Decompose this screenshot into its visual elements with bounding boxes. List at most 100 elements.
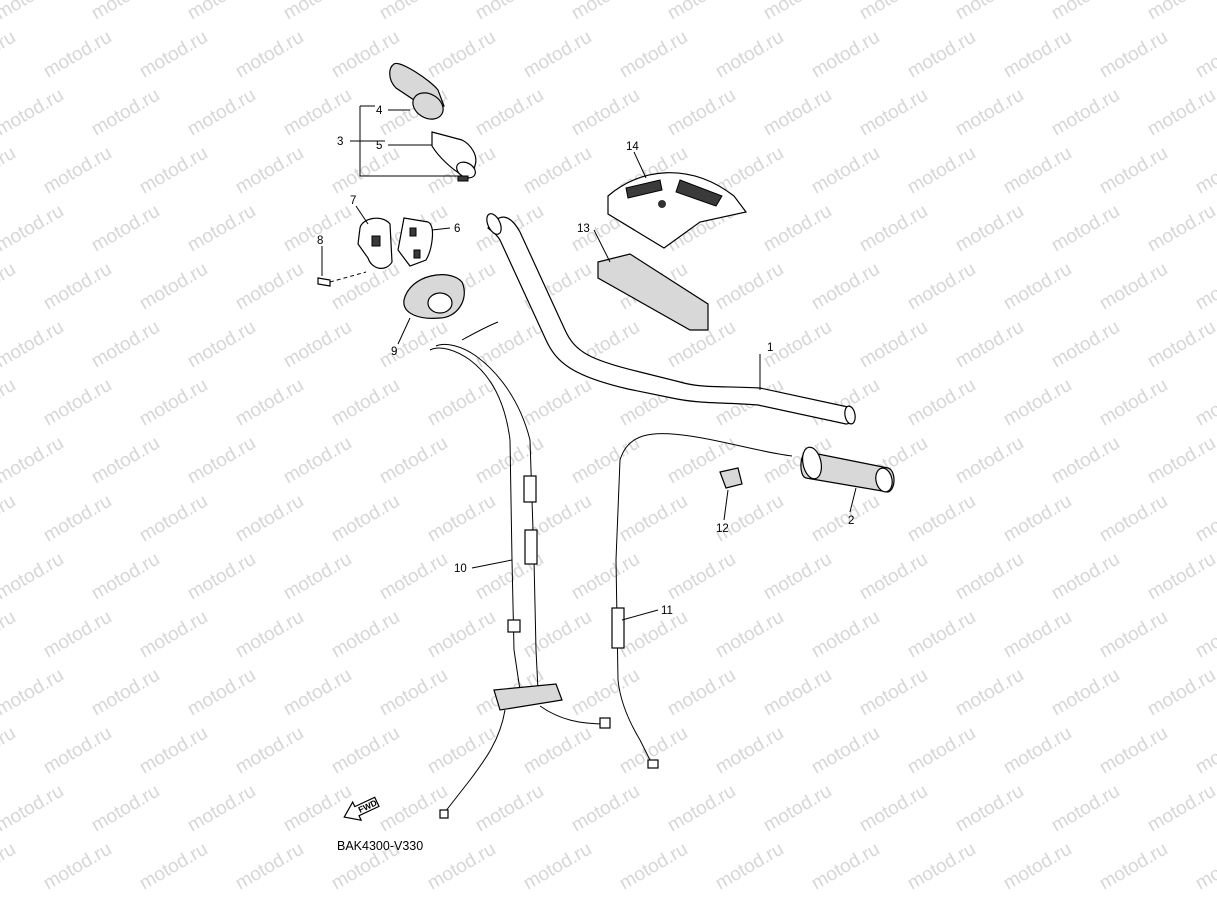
watermark-text: motod.ru — [904, 375, 979, 431]
watermark-text: motod.ru — [904, 607, 979, 663]
watermark-text: motod.ru — [136, 27, 211, 83]
watermark-text: motod.ru — [712, 259, 787, 315]
watermark-text: motod.ru — [1096, 607, 1171, 663]
watermark-text: motod.ru — [1000, 723, 1075, 779]
watermark-text: motod.ru — [184, 549, 259, 605]
watermark-text: motod.ru — [280, 549, 355, 605]
watermark-text: motod.ru — [616, 723, 691, 779]
watermark-text: motod.ru — [1048, 665, 1123, 721]
watermark-text: motod.ru — [952, 781, 1027, 837]
watermark-text: motod.ru — [280, 781, 355, 837]
watermark-text: motod.ru — [1048, 549, 1123, 605]
watermark-text: motod.ru — [952, 201, 1027, 257]
watermark-text: motod.ru — [1048, 433, 1123, 489]
watermark-text: motod.ru — [712, 723, 787, 779]
watermark-text: motod.ru — [712, 839, 787, 895]
watermark-text: motod.ru — [232, 723, 307, 779]
watermark-text: motod.ru — [1144, 317, 1217, 373]
watermark-text: motod.ru — [0, 143, 19, 199]
watermark-text: motod.ru — [376, 0, 451, 24]
watermark-text: motod.ru — [232, 607, 307, 663]
watermark-text: motod.ru — [1144, 665, 1217, 721]
watermark-text: motod.ru — [808, 27, 883, 83]
callout-7: 7 — [350, 195, 356, 207]
watermark-text: motod.ru — [376, 781, 451, 837]
watermark-text: motod.ru — [808, 723, 883, 779]
watermark-text: motod.ru — [232, 27, 307, 83]
watermark-text: motod.ru — [280, 433, 355, 489]
watermark-text: motod.ru — [664, 85, 739, 141]
watermark-text: motod.ru — [856, 665, 931, 721]
watermark-text: motod.ru — [136, 839, 211, 895]
watermark-text: motod.ru — [712, 491, 787, 547]
watermark-text: motod.ru — [760, 85, 835, 141]
watermark-text: motod.ru — [520, 375, 595, 431]
callout-5: 5 — [376, 140, 382, 152]
watermark-text: motod.ru — [328, 607, 403, 663]
watermark-text: motod.ru — [280, 665, 355, 721]
watermark-text: motod.ru — [40, 491, 115, 547]
drawing-code: BAK4300-V330 — [337, 839, 423, 853]
watermark-text: motod.ru — [0, 781, 67, 837]
watermark-text: motod.ru — [280, 317, 355, 373]
watermark-text: motod.ru — [424, 723, 499, 779]
callout-6: 6 — [454, 223, 460, 235]
watermark-text: motod.ru — [328, 491, 403, 547]
watermark-text: motod.ru — [664, 781, 739, 837]
watermark-text: motod.ru — [136, 143, 211, 199]
watermark-text: motod.ru — [424, 375, 499, 431]
watermark-text: motod.ru — [568, 781, 643, 837]
watermark-text: motod.ru — [1000, 607, 1075, 663]
watermark-text: motod.ru — [472, 85, 547, 141]
watermark-text: motod.ru — [1144, 433, 1217, 489]
watermark-text: motod.ru — [952, 317, 1027, 373]
watermark-text: motod.ru — [904, 839, 979, 895]
watermark-text: motod.ru — [88, 0, 163, 24]
part-grip-right — [800, 446, 895, 493]
watermark-text: motod.ru — [232, 259, 307, 315]
watermark-text: motod.ru — [184, 201, 259, 257]
watermark-text: motod.ru — [712, 27, 787, 83]
watermark-text: motod.ru — [904, 143, 979, 199]
watermark-text: motod.ru — [1000, 839, 1075, 895]
watermark-text: motod.ru — [904, 491, 979, 547]
watermark-text: motod.ru — [88, 317, 163, 373]
callout-labels: 1 2 3 4 5 6 7 8 9 10 11 12 13 14 — [317, 105, 854, 617]
watermark-text: motod.ru — [88, 433, 163, 489]
watermark-text: motod.ru — [136, 723, 211, 779]
watermark-text: motod.ru — [280, 85, 355, 141]
watermark-text: motod.ru — [0, 201, 67, 257]
watermark-text: motod.ru — [1192, 375, 1217, 431]
watermark-text: motod.ru — [904, 27, 979, 83]
leader-lines — [321, 105, 857, 621]
watermark-text: motod.ru — [1144, 0, 1217, 24]
part-handlebar — [486, 213, 856, 425]
watermark-text: motod.ru — [1096, 375, 1171, 431]
watermark-text: motod.ru — [1144, 85, 1217, 141]
watermark-text: motod.ru — [0, 433, 67, 489]
watermark-text: motod.ru — [808, 839, 883, 895]
watermark-text: motod.ru — [1096, 839, 1171, 895]
watermark-text: motod.ru — [904, 723, 979, 779]
watermark-text: motod.ru — [184, 781, 259, 837]
watermark-text: motod.ru — [808, 607, 883, 663]
watermark-text: motod.ru — [616, 491, 691, 547]
watermark-text: motod.ru — [1192, 259, 1217, 315]
watermark-text: motod.ru — [136, 491, 211, 547]
watermark-text: motod.ru — [376, 433, 451, 489]
watermark-text: motod.ru — [136, 375, 211, 431]
watermark-text: motod.ru — [424, 607, 499, 663]
callout-12: 12 — [716, 523, 729, 535]
watermark-text: motod.ru — [184, 433, 259, 489]
watermark-text: motod.ru — [424, 27, 499, 83]
watermark-text: motod.ru — [1144, 201, 1217, 257]
part-throttle-cables — [429, 321, 611, 819]
watermark-text: motod.ru — [1000, 375, 1075, 431]
watermark-text: motod.ru — [376, 665, 451, 721]
watermark-text: motod.ru — [0, 665, 67, 721]
watermark-text: motod.ru — [40, 607, 115, 663]
watermark-text: motod.ru — [0, 85, 67, 141]
watermark-text: motod.ru — [184, 317, 259, 373]
watermark-text: motod.ru — [232, 839, 307, 895]
